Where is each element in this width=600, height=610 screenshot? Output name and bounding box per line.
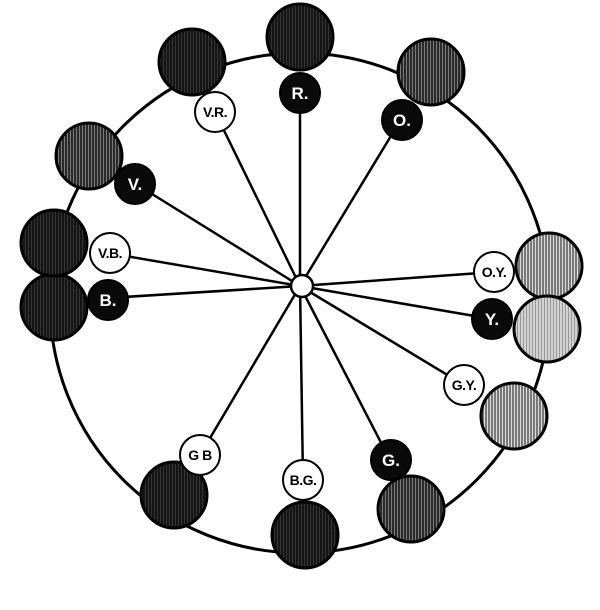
swatch-blue [19, 272, 89, 342]
spokes [106, 93, 496, 482]
node-label-vb: V.B. [98, 245, 122, 261]
node-label-oy: O.Y. [482, 264, 506, 280]
node-label-vr: V.R. [203, 104, 227, 120]
spoke-bg [298, 284, 305, 482]
node-b: B. [87, 279, 129, 321]
node-y: Y. [471, 298, 513, 340]
node-label-y: Y. [485, 310, 499, 329]
node-gy: G.Y. [443, 364, 485, 406]
node-oy: O.Y. [473, 251, 515, 293]
spoke-b [106, 284, 302, 300]
node-label-g: G. [382, 451, 400, 470]
node-label-b: B. [100, 291, 117, 310]
node-label-r: R. [292, 84, 309, 103]
spoke-gb [198, 284, 302, 457]
node-label-gb: G B [188, 447, 212, 463]
spoke-y [298, 284, 494, 321]
swatch-violet-red [157, 27, 227, 97]
spoke-vr [213, 110, 302, 288]
swatch-green-blue [139, 460, 209, 530]
node-label-bg: B.G. [290, 472, 317, 488]
swatches [19, 2, 584, 570]
swatch-green [376, 474, 446, 544]
spoke-v [134, 182, 302, 288]
spoke-oy [298, 270, 496, 288]
node-gb: G B [179, 434, 221, 476]
node-label-v: V. [128, 175, 143, 194]
label-discs: R. O. O.Y. Y. G.Y. G. B.G. G B [87, 72, 515, 501]
hub [289, 273, 315, 299]
node-v: V. [114, 163, 156, 205]
spoke-o [298, 119, 402, 288]
swatch-yellow [512, 294, 582, 364]
swatch-violet-blue [19, 208, 89, 278]
swatch-green-yellow [479, 381, 549, 451]
spoke-gy [298, 284, 466, 387]
swatch-orange-yellow [514, 231, 584, 301]
node-label-gy: G.Y. [452, 377, 476, 393]
node-vr: V.R. [194, 91, 236, 133]
swatch-orange [396, 37, 466, 107]
node-vb: V.B. [89, 232, 131, 274]
spoke-g [298, 284, 392, 462]
swatch-blue-green [270, 500, 340, 570]
spoke-vb [106, 251, 302, 288]
node-r: R. [279, 72, 321, 114]
node-o: O. [381, 99, 423, 141]
node-label-o: O. [393, 111, 411, 130]
swatch-violet [54, 121, 124, 191]
swatch-red [265, 2, 335, 72]
node-bg: B.G. [282, 459, 324, 501]
node-g: G. [370, 439, 412, 481]
